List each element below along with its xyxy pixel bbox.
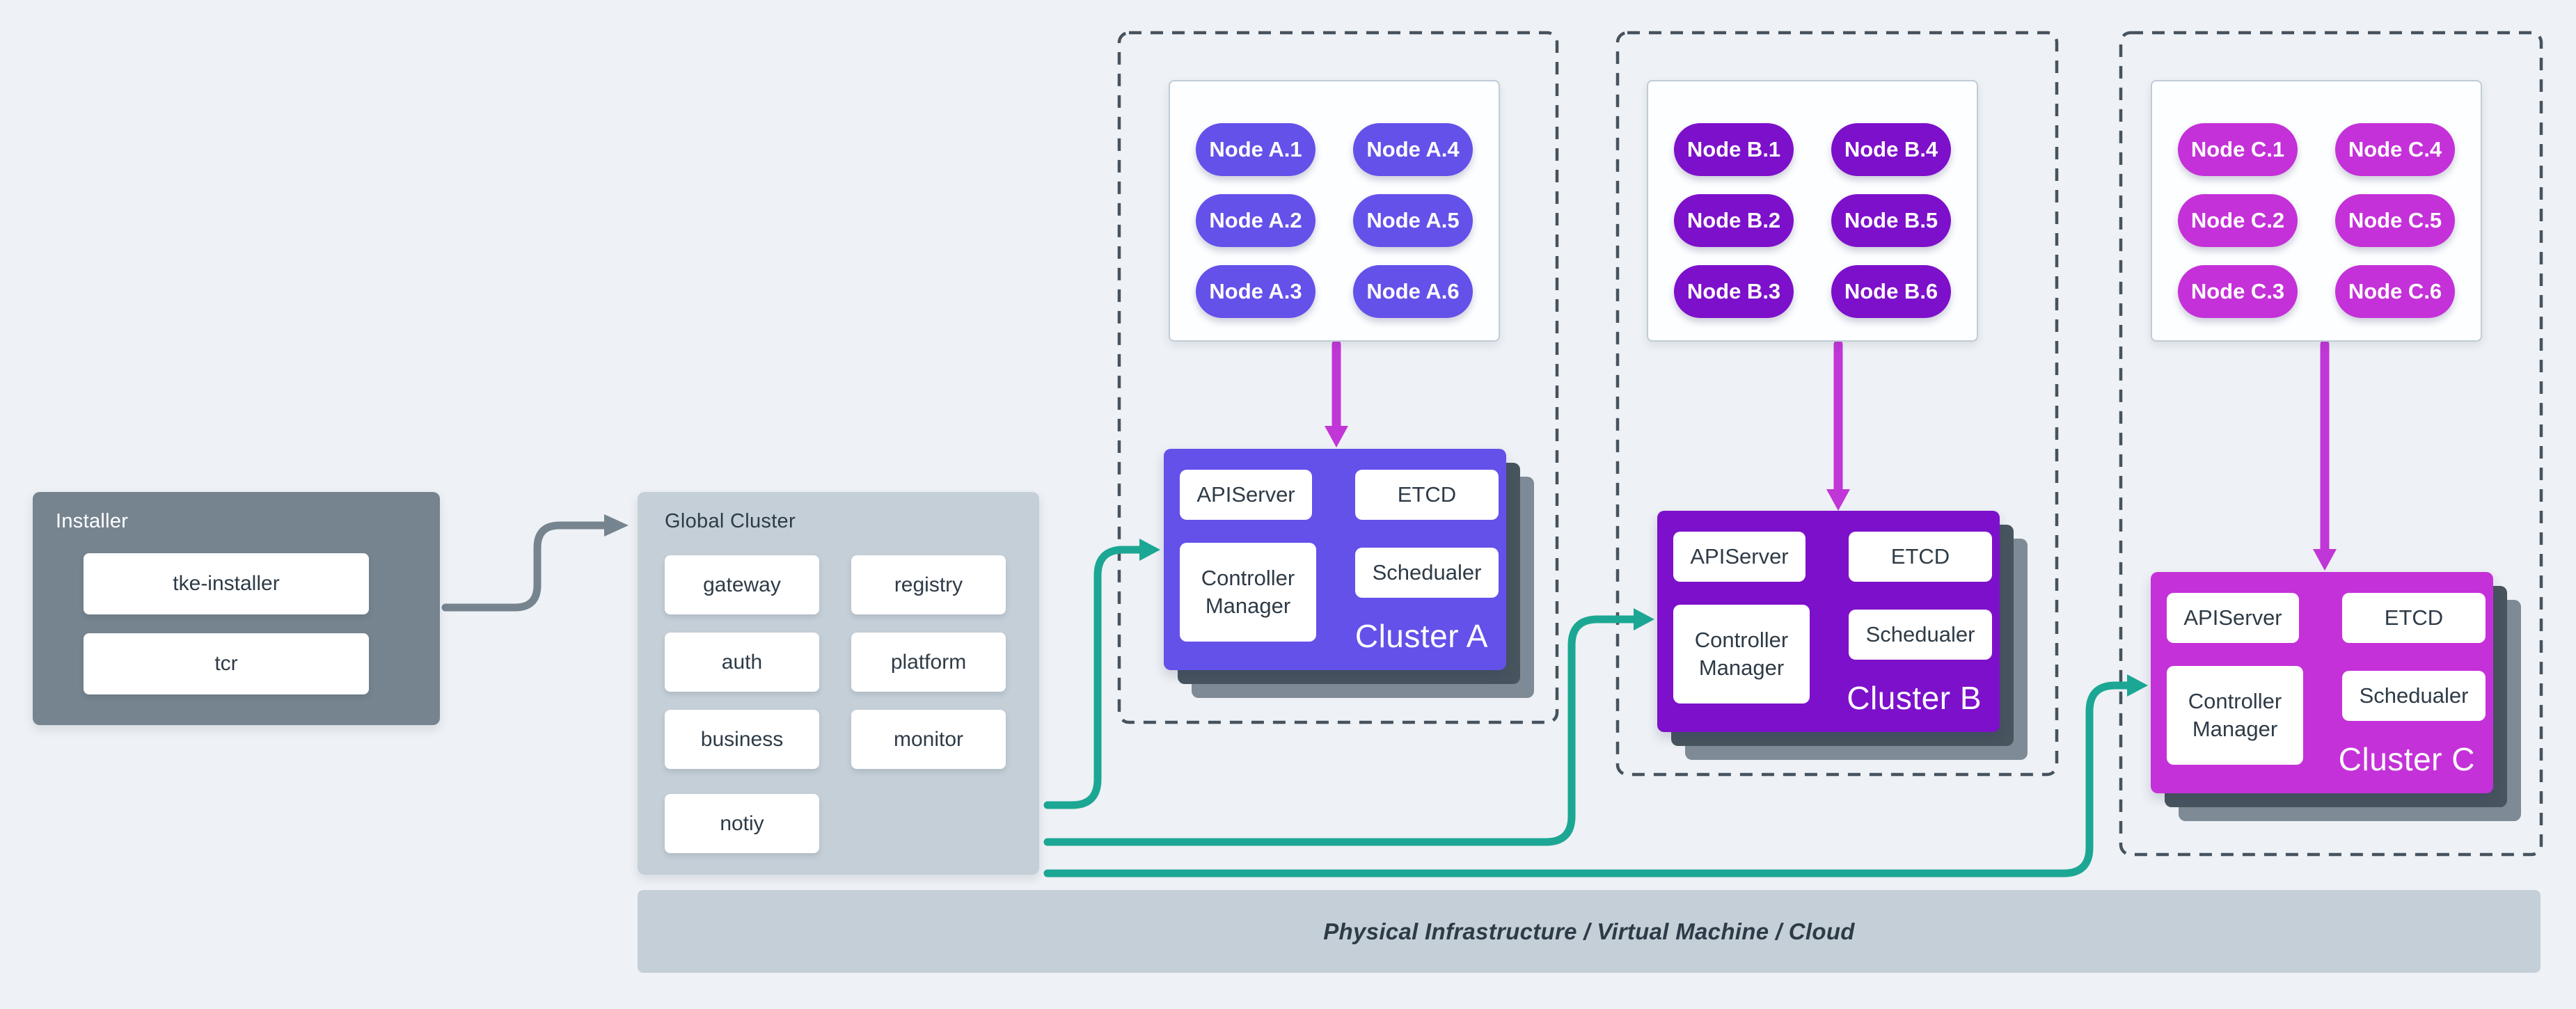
node-group-c: Node C.1 Node C.2 Node C.3 Node C.4 Node… [2151, 80, 2482, 342]
apiserver-box-c: APIServer [2167, 593, 2299, 643]
cluster-b-label: Cluster B [1847, 680, 1982, 716]
etcd-box-b: ETCD [1849, 532, 1992, 582]
cluster-a-box: APIServer ETCD Controller Manager Schedu… [1164, 449, 1506, 670]
installer-to-global-arrow [441, 521, 608, 612]
node-pill-c3: Node C.3 [2178, 265, 2298, 318]
cluster-c-zone-border [2119, 31, 2543, 857]
etcd-box-a: ETCD [1355, 470, 1499, 520]
cluster-b-box: APIServer ETCD Controller Manager Schedu… [1657, 511, 2000, 732]
installer-to-global-arrowhead [604, 514, 629, 537]
node-pill-a4: Node A.4 [1353, 123, 1473, 176]
node-pill-a6: Node A.6 [1353, 265, 1473, 318]
node-pill-b1: Node B.1 [1674, 123, 1794, 176]
node-pill-b2: Node B.2 [1674, 194, 1794, 247]
infrastructure-label: Physical Infrastructure / Virtual Machin… [1323, 918, 1855, 944]
nodes-b-to-cluster-b-arrowhead [1826, 489, 1850, 511]
cluster-a-label: Cluster A [1354, 618, 1488, 654]
global-to-cluster-b-arrowhead [1634, 608, 1654, 630]
cluster-c-box: APIServer ETCD Controller Manager Schedu… [2151, 572, 2493, 793]
node-pill-a3: Node A.3 [1196, 265, 1315, 318]
node-pill-b4: Node B.4 [1831, 123, 1951, 176]
node-pill-b6: Node B.6 [1831, 265, 1951, 318]
node-pill-c4: Node C.4 [2335, 123, 2455, 176]
installer-title: Installer [56, 510, 129, 532]
node-pill-b3: Node B.3 [1674, 265, 1794, 318]
global-to-cluster-a-connector [1043, 546, 1144, 809]
global-to-cluster-c-arrowhead [2127, 674, 2148, 697]
service-box-business: business [665, 710, 819, 769]
controller-manager-box-c: Controller Manager [2167, 666, 2303, 765]
etcd-box-c: ETCD [2342, 593, 2486, 643]
scheduler-box-b: Schedualer [1849, 610, 1992, 660]
global-cluster-panel: Global Cluster gateway registry auth pla… [638, 492, 1039, 875]
scheduler-box-a: Schedualer [1355, 548, 1499, 598]
global-to-cluster-a-arrowhead [1139, 539, 1160, 561]
node-group-a: Node A.1 Node A.2 Node A.3 Node A.4 Node… [1169, 80, 1500, 342]
cluster-a-zone-border [1117, 31, 1559, 724]
node-pill-c1: Node C.1 [2178, 123, 2298, 176]
installer-panel: Installer tke-installer tcr [33, 492, 440, 725]
controller-manager-box-b: Controller Manager [1673, 605, 1810, 704]
node-pill-c2: Node C.2 [2178, 194, 2298, 247]
node-pill-a1: Node A.1 [1196, 123, 1315, 176]
controller-manager-box-a: Controller Manager [1180, 543, 1316, 642]
node-pill-a5: Node A.5 [1353, 194, 1473, 247]
scheduler-box-c: Schedualer [2342, 671, 2486, 721]
global-cluster-title: Global Cluster [665, 510, 796, 532]
cluster-b-zone-border [1615, 31, 2059, 777]
node-pill-b5: Node B.5 [1831, 194, 1951, 247]
global-to-cluster-b-connector [1043, 615, 1638, 846]
service-box-monitor: monitor [851, 710, 1006, 769]
nodes-a-to-cluster-a-arrowhead [1325, 426, 1348, 447]
tke-installer-box: tke-installer [84, 553, 369, 614]
service-box-platform: platform [851, 633, 1006, 692]
apiserver-box-b: APIServer [1673, 532, 1805, 582]
node-pill-c6: Node C.6 [2335, 265, 2455, 318]
nodes-c-to-cluster-c-arrowhead [2313, 549, 2337, 571]
tcr-box: tcr [84, 633, 369, 694]
service-box-notiy: notiy [665, 794, 819, 853]
node-pill-a2: Node A.2 [1196, 194, 1315, 247]
node-group-b: Node B.1 Node B.2 Node B.3 Node B.4 Node… [1647, 80, 1978, 342]
service-box-registry: registry [851, 555, 1006, 614]
node-pill-c5: Node C.5 [2335, 194, 2455, 247]
infrastructure-bar: Physical Infrastructure / Virtual Machin… [638, 890, 2541, 973]
global-to-cluster-c-connector [1043, 681, 2131, 877]
service-box-gateway: gateway [665, 555, 819, 614]
cluster-c-label: Cluster C [2338, 741, 2475, 777]
apiserver-box-a: APIServer [1180, 470, 1312, 520]
service-box-auth: auth [665, 633, 819, 692]
